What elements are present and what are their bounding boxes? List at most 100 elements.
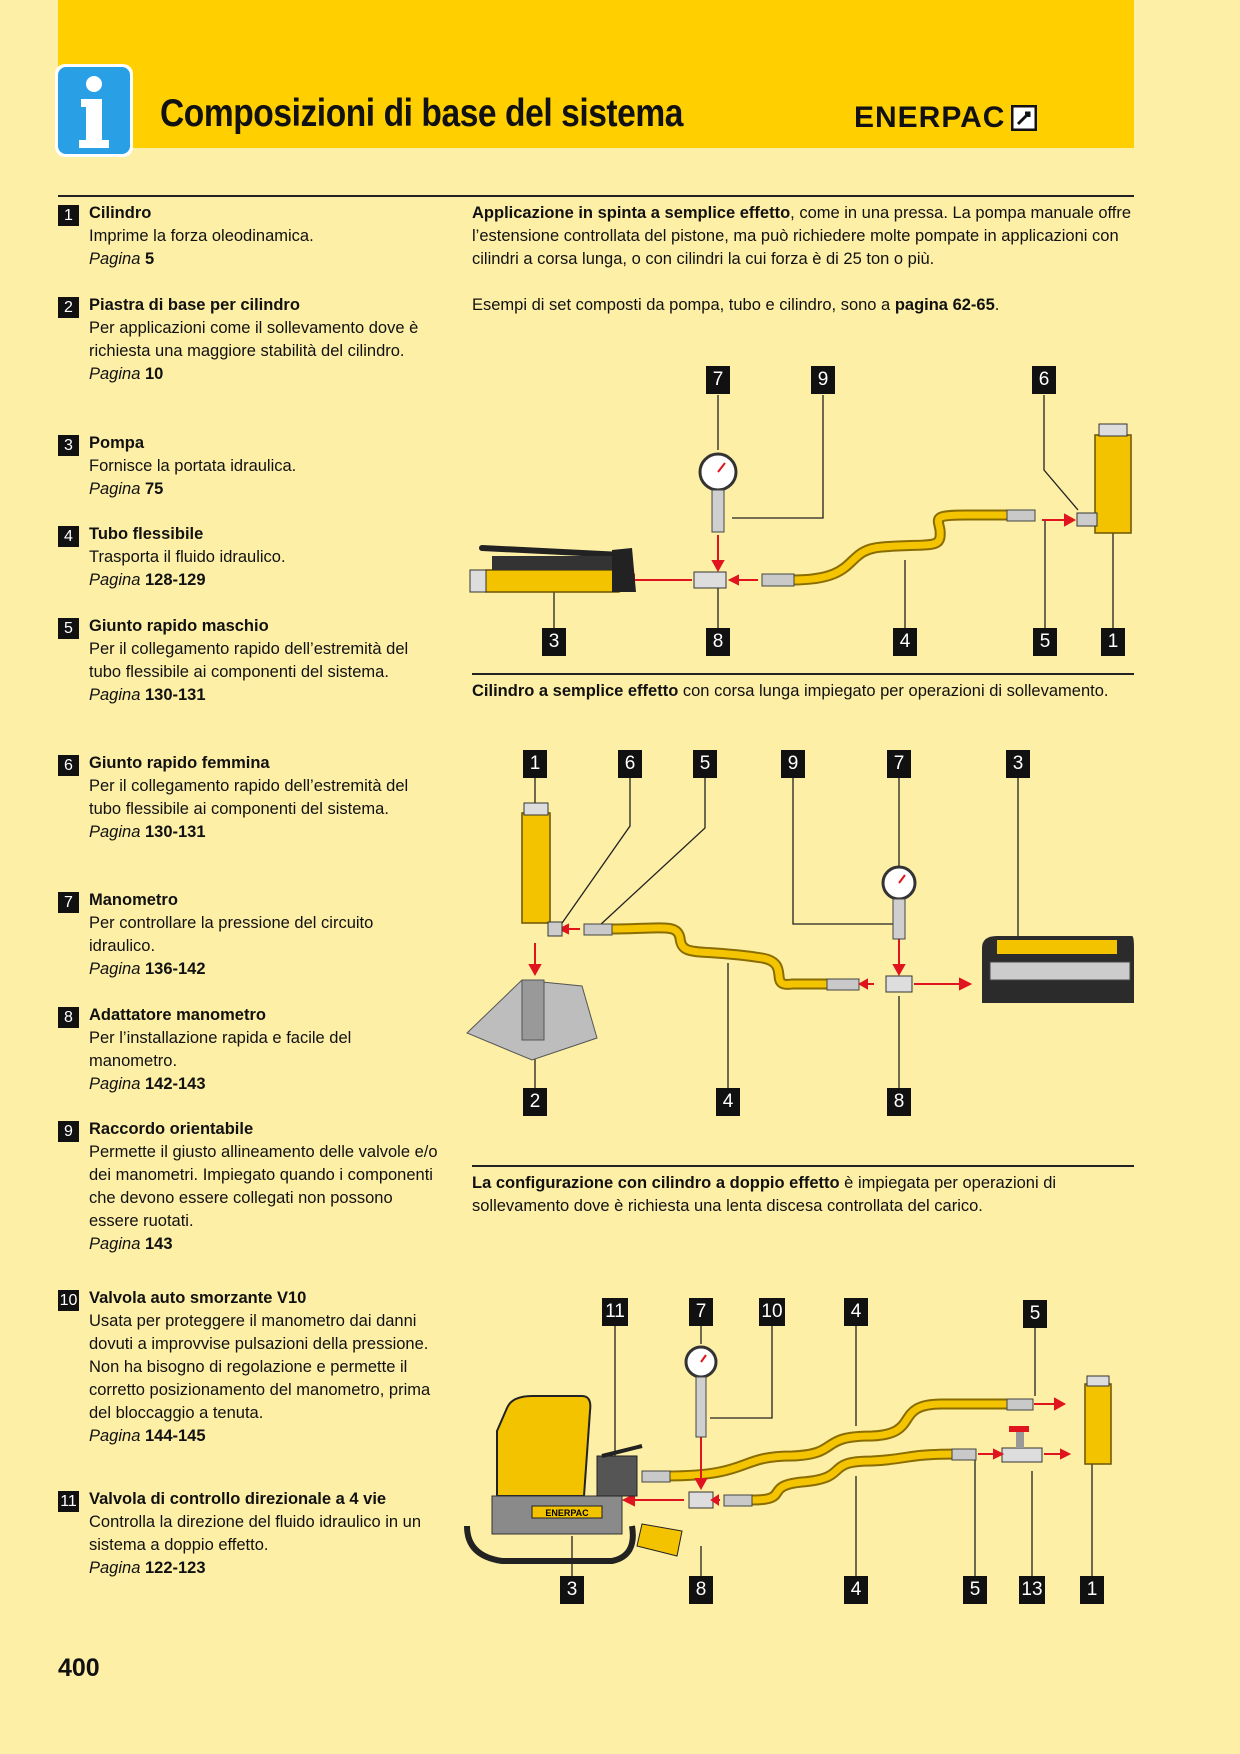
section3-bold: La configurazione con cilindro a doppio … <box>472 1174 840 1192</box>
item-name: Piastra di base per cilindro <box>89 296 300 314</box>
item-number: 4 <box>58 526 79 547</box>
top-rule <box>58 195 1134 197</box>
item-number: 10 <box>58 1290 79 1311</box>
page-label: Pagina <box>89 1235 141 1253</box>
item-desc: Per il collegamento rapido dell’estremit… <box>89 640 409 681</box>
diagram-2-drawing <box>466 778 1134 1100</box>
item-desc: Permette il giusto allineamento delle va… <box>89 1143 438 1230</box>
section2-body: con corsa lunga impiegato per operazioni… <box>678 682 1109 700</box>
item-number: 9 <box>58 1121 79 1142</box>
item-number: 11 <box>58 1491 79 1512</box>
label-6: 6 <box>1032 366 1056 394</box>
section1b-end: . <box>994 296 1000 314</box>
section1-bold: Applicazione in spinta a semplice effett… <box>472 204 791 222</box>
page-ref: 142-143 <box>144 1075 206 1093</box>
section1b-bold: pagina 62-65 <box>894 296 995 314</box>
section1b-text: Esempi di set composti da pompa, tubo e … <box>472 294 1142 317</box>
item-name: Cilindro <box>89 204 152 222</box>
page-title: Composizioni di base del sistema <box>160 92 684 135</box>
page-ref: 128-129 <box>144 571 206 589</box>
label-3: 3 <box>1006 750 1030 778</box>
section2-text: Cilindro a semplice effetto con corsa lu… <box>472 680 1142 703</box>
item-name: Giunto rapido femmina <box>89 754 270 772</box>
page-ref: 143 <box>144 1235 173 1253</box>
page-ref: 75 <box>144 480 164 498</box>
page-ref: 130-131 <box>144 686 206 704</box>
item-name: Adattatore manometro <box>89 1006 266 1024</box>
label-5: 5 <box>693 750 717 778</box>
page-label: Pagina <box>89 823 141 841</box>
page-number: 400 <box>58 1654 100 1682</box>
section3-body: è impiegata per operazioni di sollevamen… <box>472 1174 1057 1215</box>
label-8: 8 <box>706 628 730 656</box>
section2-bold: Cilindro a semplice effetto <box>472 682 679 700</box>
item-number: 2 <box>58 297 79 318</box>
info-icon <box>55 64 133 157</box>
label-4: 4 <box>893 628 917 656</box>
item-desc: Per il collegamento rapido dell’estremit… <box>89 777 409 818</box>
rule-2 <box>472 673 1134 675</box>
page-label: Pagina <box>89 1427 141 1445</box>
page-ref: 10 <box>144 365 164 383</box>
diagram-1: 7 9 6 3 8 4 5 1 <box>462 360 1134 660</box>
item-number: 8 <box>58 1007 79 1028</box>
label-7: 7 <box>887 750 911 778</box>
label-1: 1 <box>1080 1576 1104 1604</box>
item-name: Giunto rapido maschio <box>89 617 269 635</box>
item-name: Valvola auto smorzante V10 <box>89 1289 307 1307</box>
item-name: Pompa <box>89 434 145 452</box>
page-label: Pagina <box>89 365 141 383</box>
page-ref: 136-142 <box>144 960 206 978</box>
page-label: Pagina <box>89 480 141 498</box>
item-11: 11 Valvola di controllo direzionale a 4 … <box>58 1488 438 1580</box>
page-label: Pagina <box>89 686 141 704</box>
section1b-body: Esempi di set composti da pompa, tubo e … <box>472 296 895 314</box>
item-number: 6 <box>58 755 79 776</box>
label-1: 1 <box>1101 628 1125 656</box>
label-4: 4 <box>844 1298 868 1326</box>
label-4: 4 <box>844 1576 868 1604</box>
label-7: 7 <box>706 366 730 394</box>
label-1: 1 <box>523 750 547 778</box>
item-number: 1 <box>58 205 79 226</box>
item-number: 5 <box>58 618 79 639</box>
label-13: 13 <box>1019 1576 1045 1604</box>
page-ref: 130-131 <box>144 823 206 841</box>
pump-brand-label: ENERPAC <box>545 1508 589 1518</box>
item-desc: Fornisce la portata idraulica. <box>89 457 297 475</box>
item-desc: Per l’installazione rapida e facile del … <box>89 1029 352 1070</box>
item-name: Valvola di controllo direzionale a 4 vie <box>89 1490 387 1508</box>
label-8: 8 <box>887 1088 911 1116</box>
section1-body: , come in una pressa. La pompa manuale o… <box>472 204 1132 268</box>
page-label: Pagina <box>89 1559 141 1577</box>
page-ref: 144-145 <box>144 1427 206 1445</box>
diagram-3-drawing: ENERPAC <box>464 1322 1112 1578</box>
page-ref: 122-123 <box>144 1559 206 1577</box>
header-band <box>58 0 1134 148</box>
label-5: 5 <box>1023 1300 1047 1328</box>
page-label: Pagina <box>89 960 141 978</box>
item-number: 3 <box>58 435 79 456</box>
label-7: 7 <box>689 1298 713 1326</box>
page-label: Pagina <box>89 250 141 268</box>
page-ref: 5 <box>144 250 155 268</box>
label-8: 8 <box>689 1576 713 1604</box>
page-label: Pagina <box>89 571 141 589</box>
item-desc: Trasporta il fluido idraulico. <box>89 548 286 566</box>
label-10: 10 <box>759 1298 785 1326</box>
enerpac-logo: ENERPAC <box>854 100 1038 136</box>
diagram-1-drawing <box>469 395 1132 628</box>
page-label: Pagina <box>89 1075 141 1093</box>
label-3: 3 <box>560 1576 584 1604</box>
item-desc: Usata per proteggere il manometro dai da… <box>89 1312 431 1422</box>
label-9: 9 <box>781 750 805 778</box>
